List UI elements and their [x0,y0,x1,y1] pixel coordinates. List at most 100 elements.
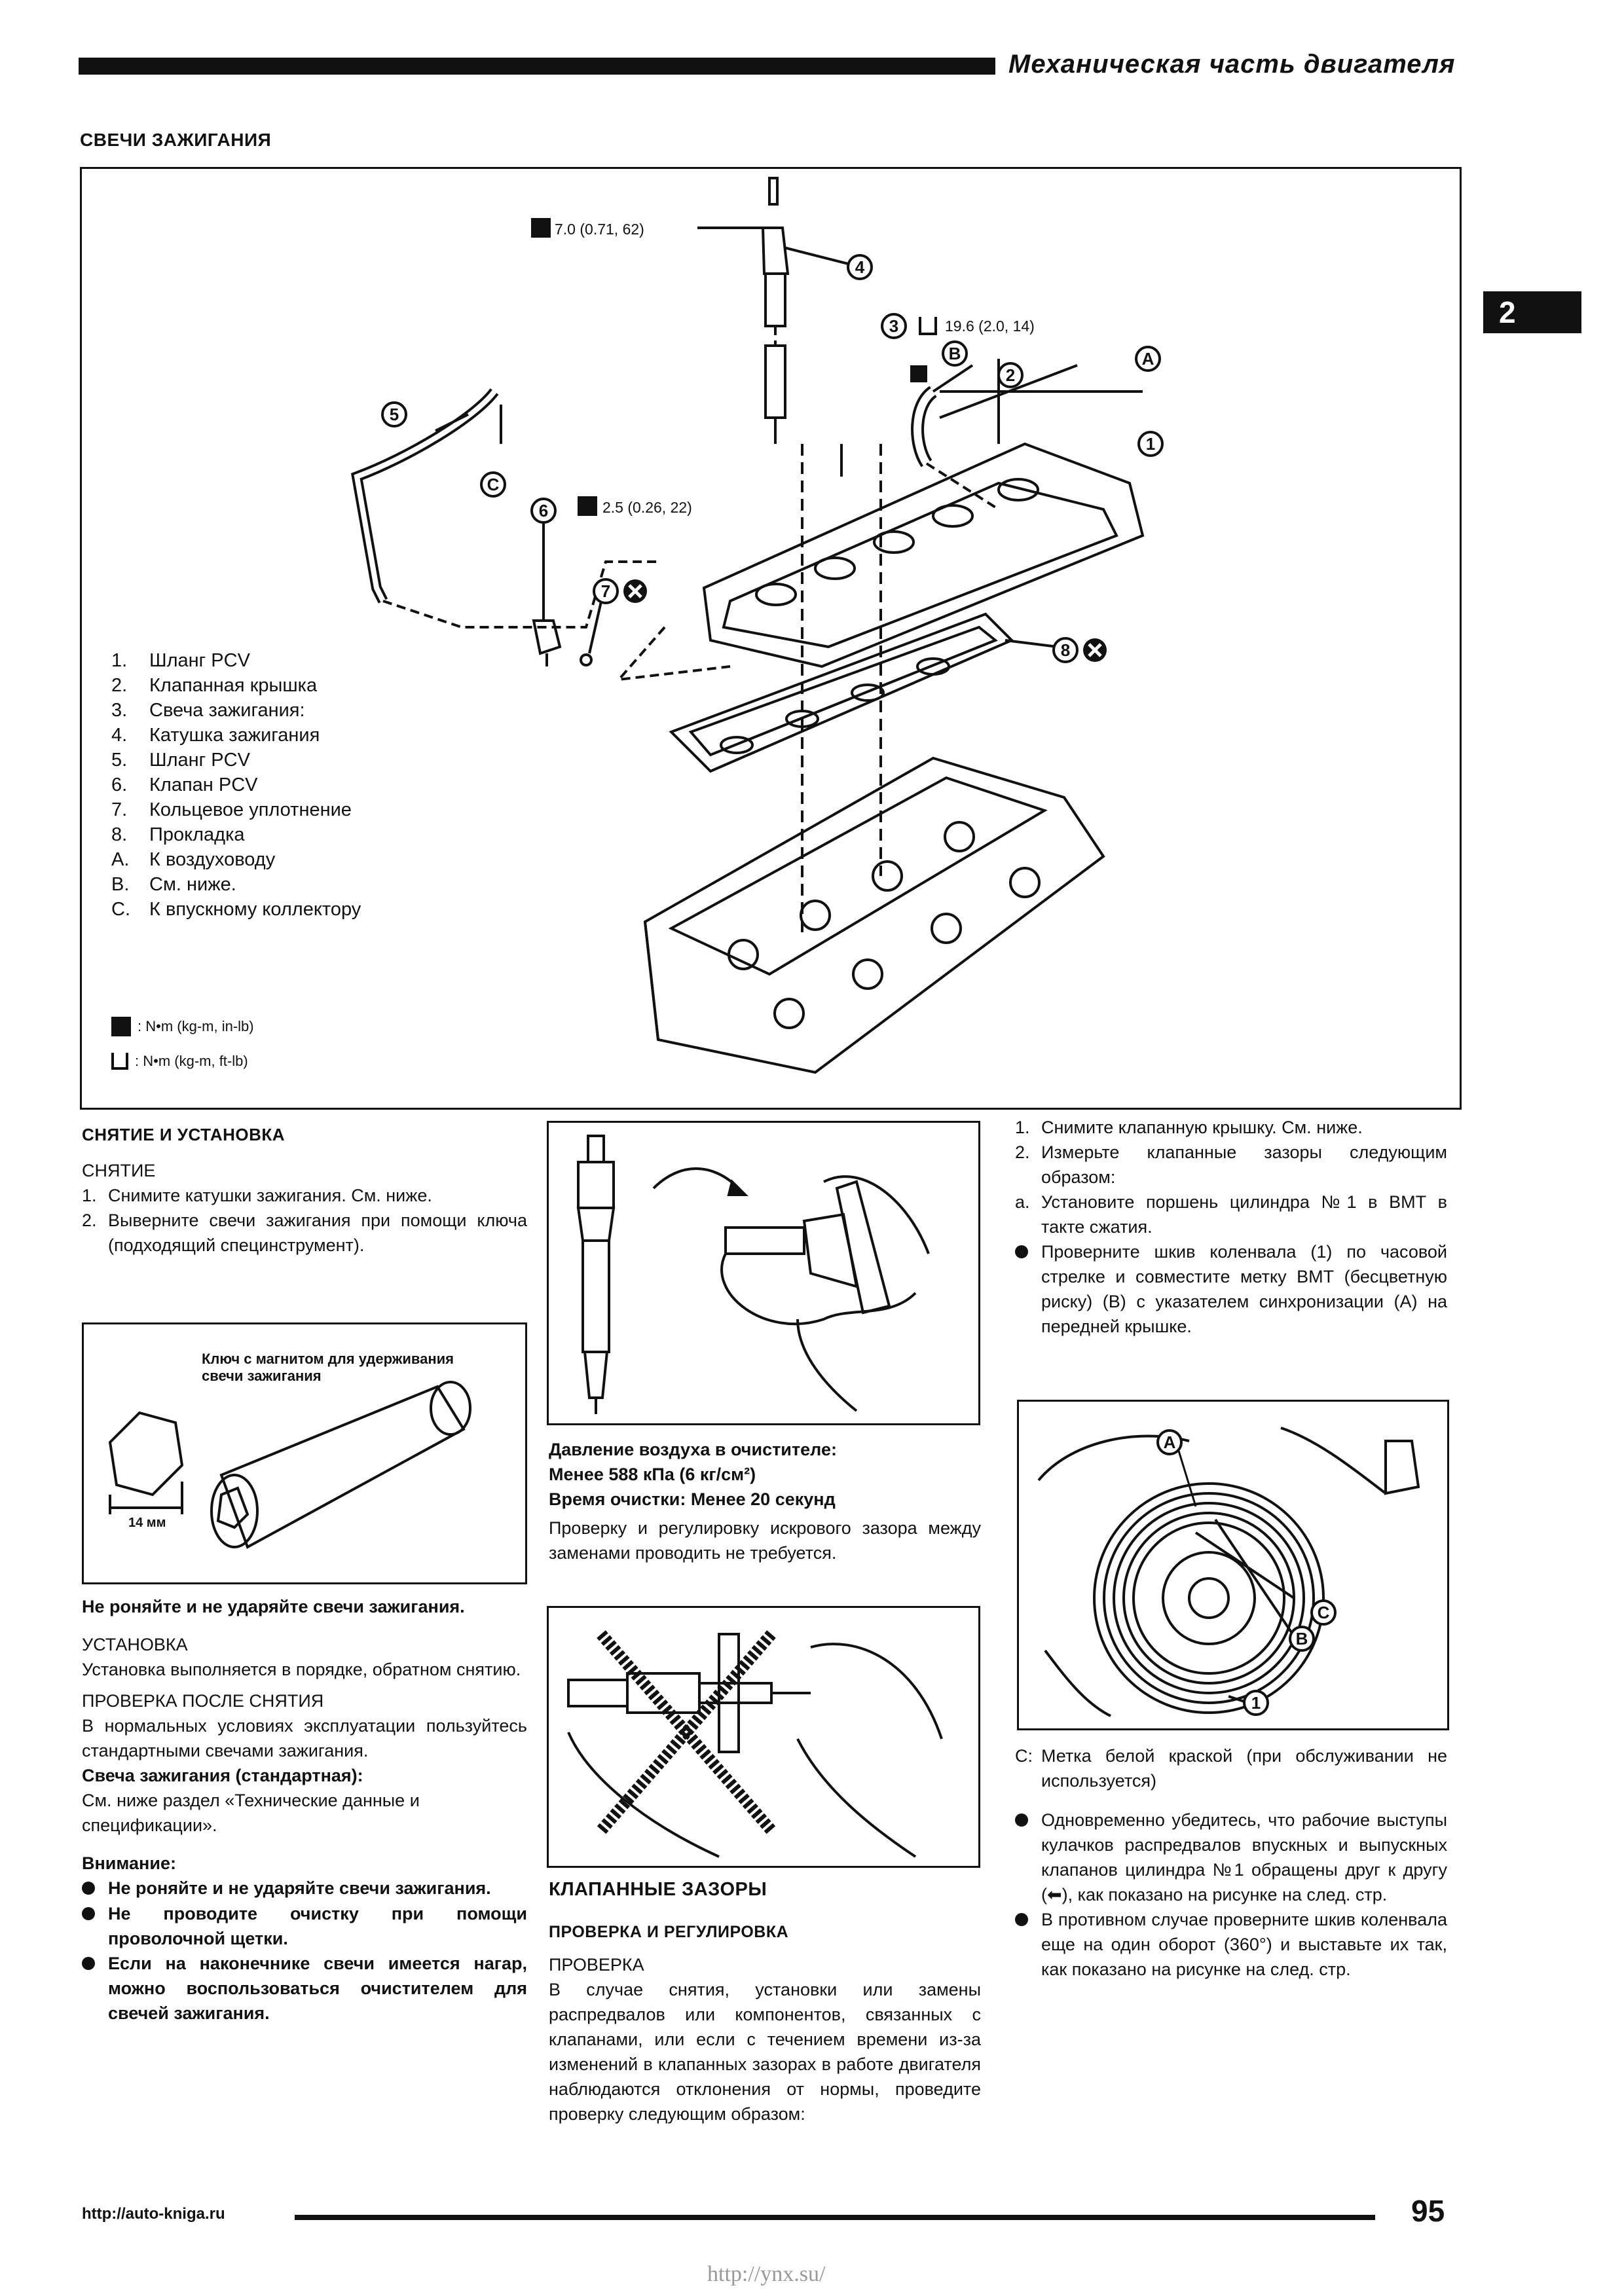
header-rule [79,58,995,75]
callout-a-top: A [1142,349,1154,369]
callout-b: B [1296,1629,1308,1649]
spark-plug-cleaning-drawing [576,1135,930,1414]
installation-subtitle: УСТАНОВКА [82,1635,188,1654]
torque-inlb-icon [578,496,597,516]
removal-step: 2.Выверните свечи зажигания при помощи к… [82,1211,527,1255]
callout-7: 7 [601,581,610,601]
bullet-dot [82,1907,95,1920]
caution-item: Не проводите очистку при помощи проволоч… [82,1901,527,1951]
cylinder-head-exploded-view: 4 3 2 B A 1 5 C 6 7 8 7.0 (0 [350,177,1164,1074]
check-after-removal-subtitle: ПРОВЕРКА ПОСЛЕ СНЯТИЯ [82,1691,324,1711]
callout-a: A [1164,1432,1176,1452]
valve-step: 2.Измерьте клапанные зазоры следующим об… [1015,1142,1447,1187]
valve-check-adjust-subtitle: ПРОВЕРКА И РЕГУЛИРОВКА [549,1923,789,1941]
socket-dimension: 14 мм [128,1516,166,1530]
valve-check-subtitle: ПРОВЕРКА [549,1955,644,1975]
crank-pulley-figure: A B C 1 [1017,1400,1449,1730]
callout-8: 8 [1061,640,1070,660]
callout-c-top: C [487,475,500,494]
legend-item: 7.Кольцевое уплотнение [111,799,352,820]
caution-item: Не роняйте и не ударяйте свечи зажигания… [82,1876,527,1901]
bullet-dot [1015,1913,1028,1926]
callout-2: 2 [1006,365,1015,385]
legend-item: 2.Клапанная крышка [111,675,318,696]
callout-b-top: B [949,344,961,363]
watermark-url: http://ynx.su/ [707,2262,826,2286]
callout-1: 1 [1146,434,1155,454]
bullet-dot [82,1882,95,1895]
callout-1: 1 [1251,1693,1261,1713]
removal-step: 1.Снимите катушки зажигания. См. ниже. [82,1186,432,1205]
chapter-header-title: Механическая часть двигателя [1008,50,1456,79]
footer-rule [295,2215,1375,2220]
callout-5: 5 [390,405,399,424]
standard-plug-label: Свеча зажигания (стандартная): [82,1766,363,1785]
page-number: 95 [1411,2194,1445,2228]
unit-key-ftlb: : N•m (kg-m, ft-lb) [111,1053,248,1070]
caution-title: Внимание: [82,1853,176,1873]
left-column: СНЯТИЕ И УСТАНОВКА СНЯТИЕ 1.Снимите кату… [82,1125,527,1258]
white-paint-mark-note: C: Метка белой краской (при обслуживании… [1015,1746,1447,1791]
middle-column: Давление воздуха в очистителе: Менее 588… [549,1437,981,1565]
valve-clearance-title: КЛАПАННЫЕ ЗАЗОРЫ [549,1879,767,1900]
warning-do-not-drop: Не роняйте и не ударяйте свечи зажигания… [82,1597,465,1616]
torque-inlb-icon [111,1017,131,1036]
gap-adjustment-note: Проверку и регулировку искрового зазора … [549,1518,981,1563]
crank-pulley-timing-drawing: A B C 1 [1037,1427,1420,1717]
torque-ftlb-icon [111,1053,128,1070]
diagram-legend: 1.Шланг PCV 2.Клапанная крышка 3.Свеча заж… [111,648,504,922]
right-column: 1.Снимите клапанную крышку. См. ниже. 2.И… [1015,1115,1447,1339]
removal-installation-title: СНЯТИЕ И УСТАНОВКА [82,1125,286,1144]
left-column-lower: Не роняйте и не ударяйте свечи зажигания… [82,1594,527,2026]
right-column-lower: C: Метка белой краской (при обслуживании… [1015,1743,1447,1982]
callout-6: 6 [539,501,548,520]
middle-column-lower: КЛАПАННЫЕ ЗАЗОРЫ ПРОВЕРКА И РЕГУЛИРОВКА … [549,1879,981,2126]
caution-item: Если на наконечнике свечи имеется нагар,… [82,1951,527,2026]
valve-check-text: В случае снятия, установки или замены ра… [549,1980,981,2124]
installation-text: Установка выполняется в порядке, обратно… [82,1660,521,1679]
legend-item: A.К воздуховоду [111,849,276,870]
valve-step: a.Установите поршень цилиндра №1 в ВМТ в… [1015,1192,1447,1237]
do-not-reuse-icon [623,579,1107,662]
legend-item: C.К впускному коллектору [111,899,361,920]
torque-inlb-icon [531,218,551,238]
torque-value-plug: 19.6 (2.0, 14) [945,318,1035,335]
callout-c: C [1318,1603,1330,1622]
air-pressure-value: Менее 588 кПа (6 кг/см²) [549,1465,756,1484]
engine-diagram: 4 3 2 B A 1 5 C 6 7 8 7.0 (0 [80,167,1462,1110]
check-after-removal-text: В нормальных условиях эксплуатации польз… [82,1716,527,1760]
chapter-tab: 2 [1483,291,1581,333]
socket-wrench-figure: Ключ с магнитом для удерживания свечи за… [82,1322,527,1584]
callout-4: 4 [855,257,865,277]
legend-item: 3.Свеча зажигания: [111,700,305,721]
standard-plug-ref: См. ниже раздел «Технические данные и сп… [82,1791,420,1835]
legend-item: 4.Катушка зажигания [111,725,320,746]
plug-cleaner-figure [547,1121,980,1425]
removal-subtitle: СНЯТИЕ [82,1161,156,1180]
legend-item: 6.Клапан PCV [111,774,258,795]
no-wire-brush-figure [547,1606,980,1868]
bullet-crank-rotate: Проверните шкив коленвала (1) по часовой… [1015,1239,1447,1339]
legend-item: 5.Шланг PCV [111,750,250,771]
valve-step: 1.Снимите клапанную крышку. См. ниже. [1015,1118,1363,1137]
magnetic-socket-drawing [108,1381,471,1549]
torque-value-pcv-valve: 2.5 (0.26, 22) [602,499,692,516]
bullet-dot [82,1957,95,1970]
legend-item: 1.Шланг PCV [111,650,250,671]
bullet-cam-lobes: Одновременно убедитесь, что рабочие выст… [1015,1808,1447,1907]
footer-url[interactable]: http://auto-kniga.ru [82,2205,225,2223]
cleaning-time-spec: Время очистки: Менее 20 секунд [549,1489,836,1509]
legend-item: B.См. ниже. [111,874,236,895]
callout-3: 3 [889,316,898,336]
air-pressure-spec: Давление воздуха в очистителе: [549,1440,837,1459]
torque-ftlb-icon [919,317,937,335]
socket-caption: Ключ с магнитом для удерживания свечи за… [202,1351,454,1384]
torque-inlb-icon [910,365,927,382]
bullet-dot [1015,1245,1028,1258]
bullet-dot [1015,1813,1028,1827]
wire-brush-prohibited-drawing [567,1630,943,1858]
unit-key-inlb: : N•m (kg-m, in-lb) [111,1017,254,1036]
torque-value-coil: 7.0 (0.71, 62) [555,221,644,238]
section-title: СВЕЧИ ЗАЖИГАНИЯ [80,130,272,150]
legend-item: 8.Прокладка [111,824,245,845]
